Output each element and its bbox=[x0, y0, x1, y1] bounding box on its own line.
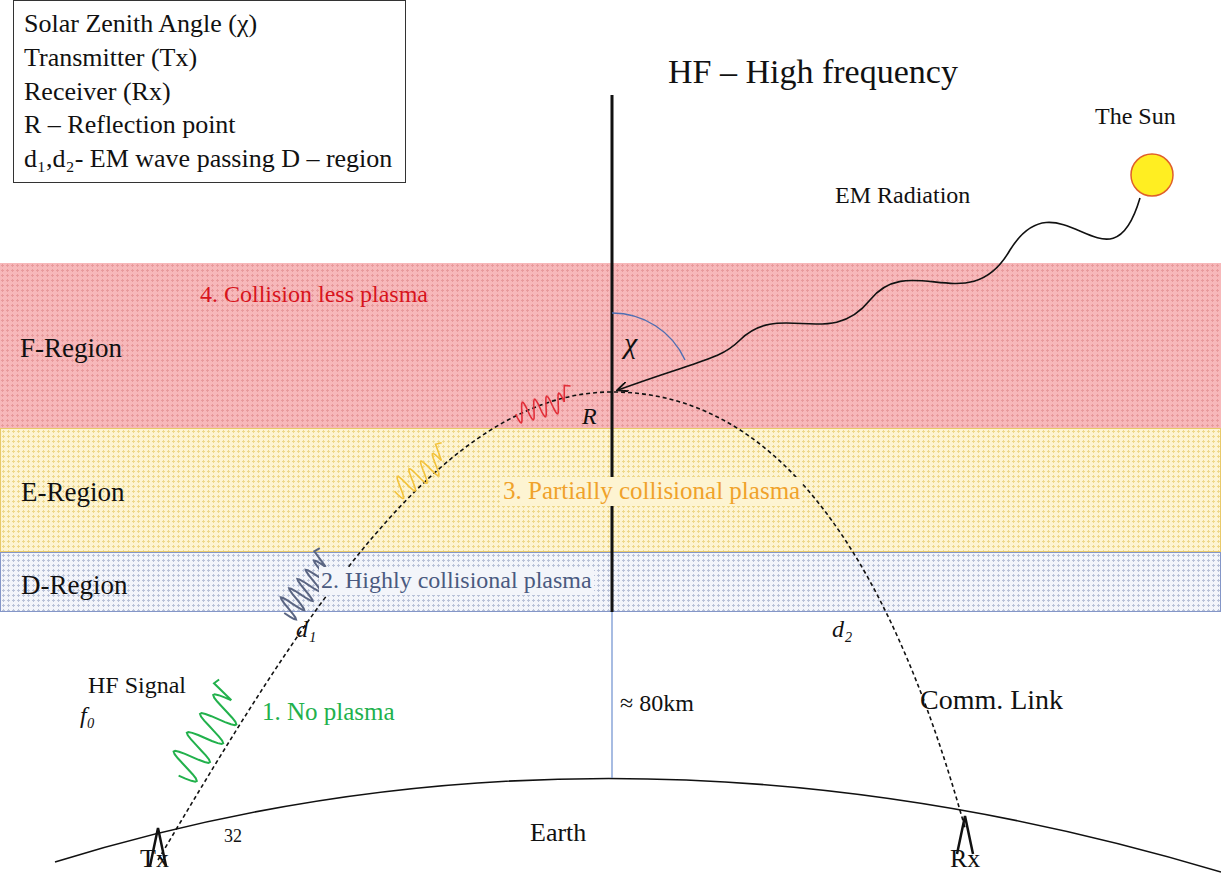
hf-wave bbox=[270, 547, 342, 622]
earth-surface bbox=[55, 778, 1221, 872]
legend-entry: d₁,d₂- EM wave passing D – region bbox=[24, 142, 395, 176]
ray-path bbox=[158, 392, 965, 860]
em-radiation bbox=[618, 198, 1140, 390]
region-description: 1. No plasma bbox=[262, 698, 395, 727]
angle-symbol: χ bbox=[624, 326, 637, 361]
vertical-line bbox=[611, 95, 614, 612]
path-segment-label: d₂ bbox=[832, 616, 852, 644]
legend-entry: Receiver (Rx) bbox=[24, 75, 395, 109]
reflection-point: R bbox=[582, 403, 597, 431]
legend-entry: Transmitter (Tx) bbox=[24, 41, 395, 75]
earth-label: Earth bbox=[530, 818, 586, 848]
frequency-symbol: f₀ bbox=[80, 702, 95, 730]
radiation-label: EM Radiation bbox=[835, 182, 970, 210]
page-number: 32 bbox=[224, 826, 242, 847]
altitude-label: ≈ 80km bbox=[620, 690, 694, 718]
zenith-angle-arc bbox=[612, 313, 685, 360]
link-label: Comm. Link bbox=[920, 684, 1063, 716]
legend-entry: Solar Zenith Angle (χ) bbox=[24, 7, 395, 41]
legend-entry: R – Reflection point bbox=[24, 108, 395, 142]
hf-wave bbox=[385, 441, 456, 500]
signal-label: HF Signal bbox=[88, 672, 186, 700]
region-description: 3. Partially collisional plasma bbox=[501, 477, 802, 506]
sun bbox=[1131, 154, 1173, 196]
transmitter-label: Tx bbox=[140, 844, 169, 874]
altitude-line bbox=[611, 612, 612, 778]
region-name: E-Region bbox=[21, 477, 124, 508]
hf-wave bbox=[512, 384, 576, 424]
legend-box: Solar Zenith Angle (χ)Transmitter (Tx)Re… bbox=[13, 0, 406, 183]
receiver-label: Rx bbox=[950, 844, 980, 874]
path-segment-label: d₁ bbox=[296, 616, 316, 644]
region-description: 4. Collision less plasma bbox=[200, 281, 428, 309]
region-name: D-Region bbox=[21, 570, 127, 601]
sun-label: The Sun bbox=[1095, 103, 1176, 131]
region-description: 2. Highly collisional plasma bbox=[319, 567, 594, 595]
title-text: HF – High frequency bbox=[668, 52, 958, 91]
region-name: F-Region bbox=[20, 333, 122, 364]
